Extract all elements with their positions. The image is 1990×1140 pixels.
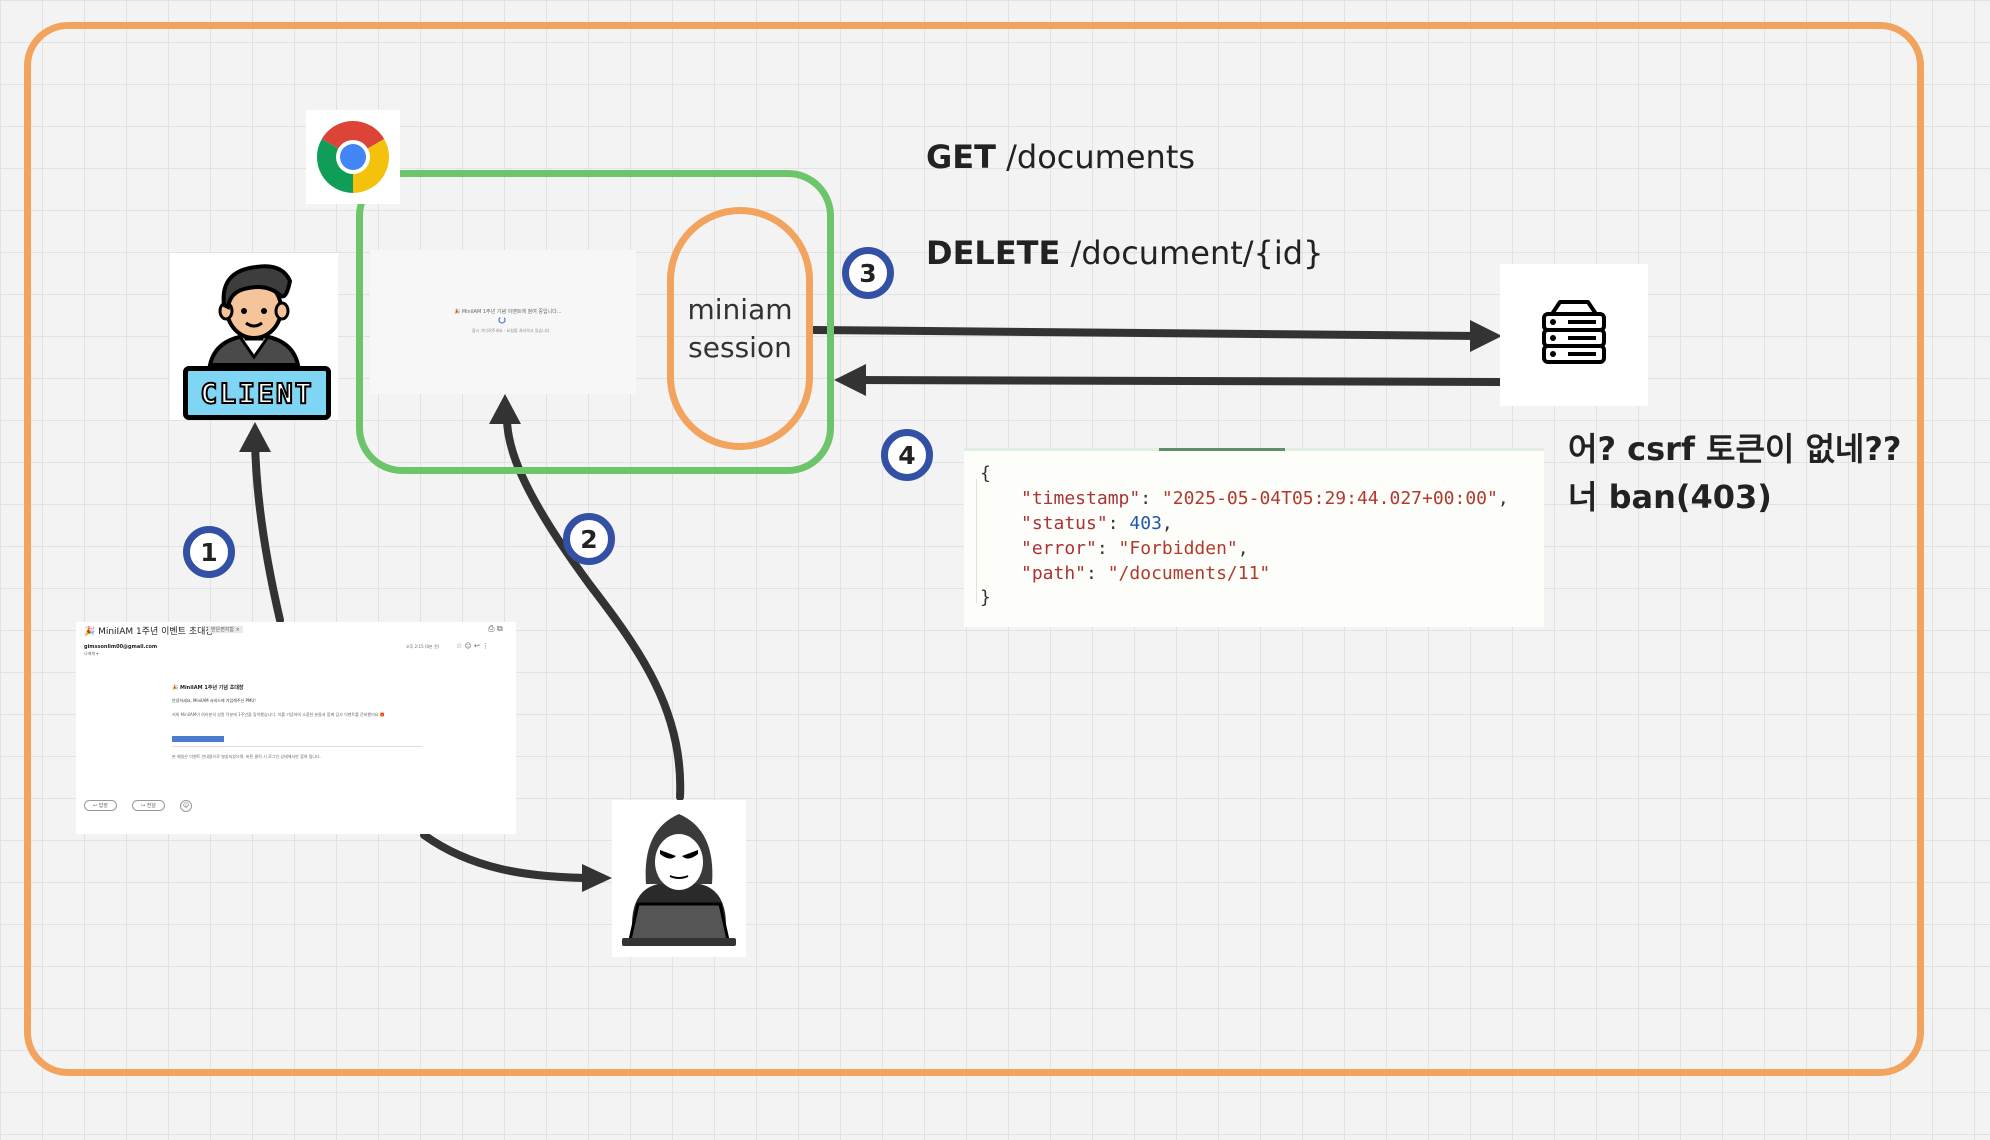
json-field-error: "error": "Forbidden", bbox=[1021, 538, 1249, 559]
email-subject: 🎉 MiniIAM 1주년 이벤트 초대장 bbox=[84, 627, 214, 637]
email-body: 저희 MiniIAM이 여러분의 성원 덕분에 1주년을 맞이했습니다. 이를 … bbox=[172, 712, 385, 717]
email-divider bbox=[172, 746, 422, 747]
step-badge-4: 4 bbox=[881, 429, 933, 481]
browser-page-subtitle: 잠시 기다려주세요 · 요청을 처리하고 있습니다 bbox=[472, 328, 550, 333]
json-field-timestamp: "timestamp": "2025-05-04T05:29:44.027+00… bbox=[1021, 488, 1509, 509]
arrow-session-to-server bbox=[810, 326, 1484, 340]
arrowhead-hacker bbox=[582, 864, 612, 892]
step-badge-1: 1 bbox=[183, 526, 235, 578]
reply-button[interactable]: ↩ 답장 bbox=[84, 800, 117, 811]
json-field-status: "status": 403, bbox=[1021, 513, 1173, 534]
request-delete: DELETE /document/{id} bbox=[926, 234, 1323, 272]
email-heading: 🎉 MiniIAM 1주년 기념 초대장 bbox=[172, 685, 244, 691]
browser-page-thumbnail: 🎉 MiniIAM 1주년 기념 이벤트에 참여 중입니다... 잠시 기다려주… bbox=[370, 250, 636, 394]
server-remark-line-2: 너 ban(403) bbox=[1568, 478, 1772, 516]
session-line-2: session bbox=[688, 330, 792, 364]
browser-page-title: 🎉 MiniIAM 1주년 기념 이벤트에 참여 중입니다... bbox=[454, 309, 562, 315]
hacker-icon bbox=[622, 814, 736, 946]
forward-button[interactable]: ↪ 전달 bbox=[132, 800, 165, 811]
emoji-react-icon[interactable]: ☺ bbox=[180, 800, 192, 812]
email-recipient: 나에게 ▾ bbox=[84, 651, 99, 656]
json-close-brace: } bbox=[980, 587, 991, 608]
arrowhead-client bbox=[239, 422, 271, 452]
spinner-icon bbox=[498, 316, 506, 324]
chrome-icon-card bbox=[306, 110, 400, 204]
json-panel-tab bbox=[1159, 448, 1285, 451]
json-open-brace: { bbox=[980, 463, 991, 484]
arrow-hacker-to-browser bbox=[502, 411, 685, 801]
browser-frame bbox=[356, 170, 834, 474]
step-badge-2: 2 bbox=[563, 513, 615, 565]
client-avatar-icon bbox=[207, 264, 301, 367]
arrow-server-to-session bbox=[848, 376, 1504, 386]
json-field-path: "path": "/documents/11" bbox=[1021, 563, 1271, 584]
session-node: miniam session bbox=[667, 207, 813, 450]
arrow-email-to-client bbox=[251, 436, 284, 624]
chrome-icon bbox=[316, 120, 390, 193]
session-line-1: miniam bbox=[687, 292, 793, 326]
email-sender: gimssonlim00@gmail.com bbox=[84, 644, 158, 650]
email-actions-icon: ☆ ☺ ↩ ⋮ bbox=[456, 642, 490, 650]
response-json-panel: { "timestamp": "2025-05-04T05:29:44.027+… bbox=[964, 448, 1544, 627]
request-get-method: GET bbox=[926, 138, 996, 176]
outer-frame bbox=[24, 22, 1924, 1076]
request-get: GET /documents bbox=[926, 138, 1195, 176]
server-remark-line-1: 어? csrf 토큰이 없네?? bbox=[1568, 430, 1902, 468]
email-greeting: 안녕하세요, MiniIAM 서비스에 가입해주신 PMU! bbox=[172, 698, 256, 703]
arrowhead-server bbox=[1470, 320, 1502, 352]
email-label: 받은편지함 × bbox=[208, 626, 243, 633]
arrowhead-browser bbox=[489, 394, 521, 424]
phishing-email-screenshot: 🎉 MiniIAM 1주년 이벤트 초대장 받은편지함 × ⎙ ⧉ gimsso… bbox=[76, 622, 516, 834]
attacker-node bbox=[612, 800, 746, 957]
server-node bbox=[1500, 264, 1648, 406]
step-badge-3: 3 bbox=[842, 247, 894, 299]
print-icon: ⎙ ⧉ bbox=[488, 624, 503, 633]
email-footer: 본 메일은 이벤트 안내용으로 발송되었으며, 버튼 클릭 시 로그인 상태에서… bbox=[172, 754, 322, 759]
request-get-path: /documents bbox=[1006, 138, 1196, 176]
request-delete-path: /document/{id} bbox=[1070, 234, 1324, 272]
arrow-email-to-hacker bbox=[420, 831, 600, 882]
email-cta-button[interactable] bbox=[172, 736, 224, 742]
arrowhead-session bbox=[834, 364, 866, 396]
json-indent-guide bbox=[976, 479, 977, 603]
request-delete-method: DELETE bbox=[926, 234, 1061, 272]
client-label: CLIENT bbox=[183, 366, 331, 420]
client-node: CLIENT bbox=[170, 253, 338, 420]
server-icon bbox=[1542, 300, 1606, 364]
email-date: 오후 2:15 (0분 전) bbox=[406, 644, 440, 649]
